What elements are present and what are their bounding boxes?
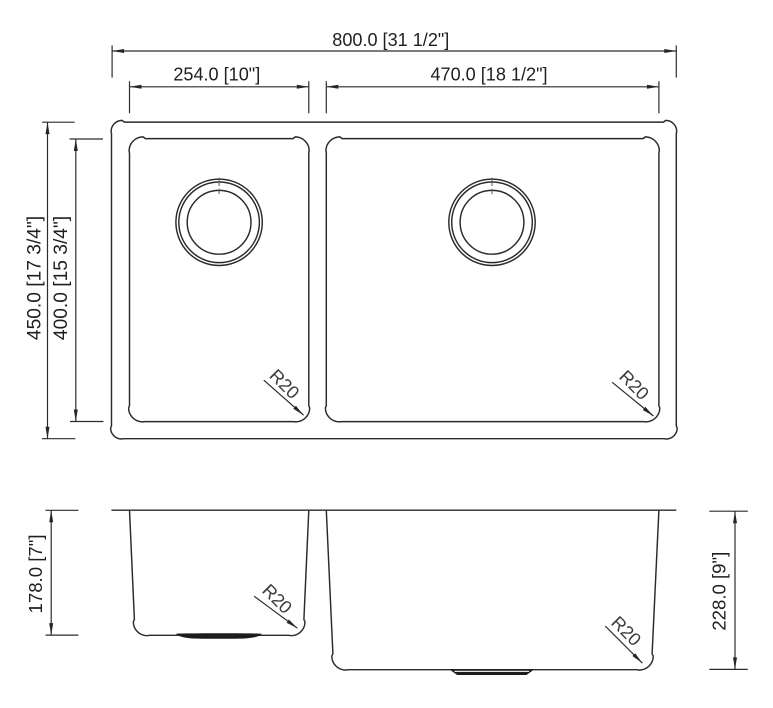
svg-text:228.0 [9"]: 228.0 [9"]: [709, 552, 730, 631]
svg-text:800.0 [31 1/2"]: 800.0 [31 1/2"]: [332, 30, 449, 50]
svg-text:470.0 [18 1/2"]: 470.0 [18 1/2"]: [430, 64, 547, 84]
svg-text:450.0 [17 3/4"]: 450.0 [17 3/4"]: [25, 216, 46, 340]
svg-text:178.0 [7"]: 178.0 [7"]: [25, 535, 46, 614]
svg-text:254.0 [10"]: 254.0 [10"]: [173, 64, 260, 84]
svg-text:400.0 [15 3/4"]: 400.0 [15 3/4"]: [51, 216, 72, 340]
